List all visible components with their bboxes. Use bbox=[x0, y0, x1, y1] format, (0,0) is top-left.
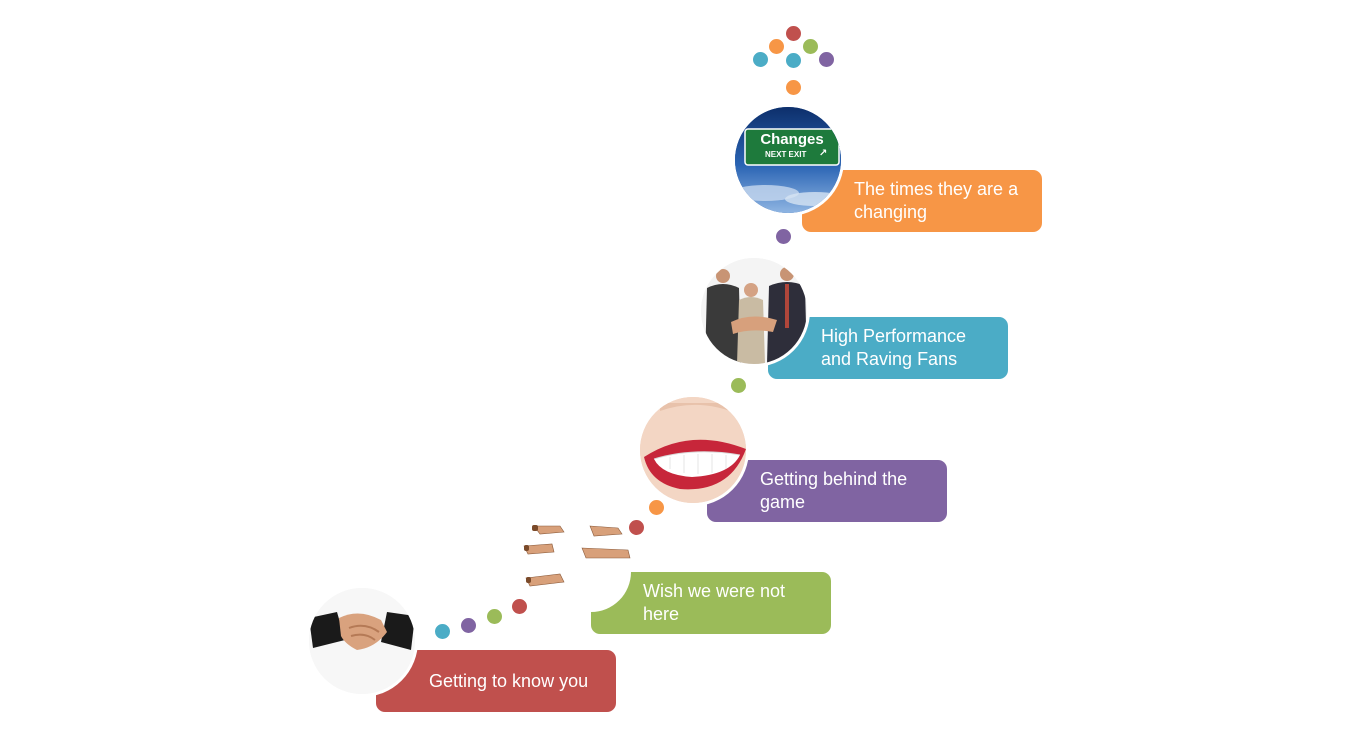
cluster-dot bbox=[786, 26, 801, 41]
team-hands-together-image bbox=[698, 255, 810, 367]
step-3-label: Getting behind the game bbox=[760, 469, 908, 512]
connector-dot bbox=[435, 624, 450, 639]
connector-dot bbox=[649, 500, 664, 515]
connector-dot bbox=[629, 520, 644, 535]
step-5-label-box: The times they are a changing bbox=[802, 170, 1042, 232]
connector-dot bbox=[487, 609, 502, 624]
cluster-dot bbox=[803, 39, 818, 54]
cluster-dot bbox=[769, 39, 784, 54]
connector-dot bbox=[461, 618, 476, 633]
step-2-label-box: Wish we were not here bbox=[591, 572, 831, 634]
step-4-label-box: High Performance and Raving Fans bbox=[768, 317, 1008, 379]
connector-dot bbox=[731, 378, 746, 393]
step-4-label: High Performance and Raving Fans bbox=[821, 326, 967, 369]
sign-subtitle: NEXT EXIT bbox=[765, 150, 807, 159]
connector-dot bbox=[512, 599, 527, 614]
cluster-dot bbox=[786, 80, 801, 95]
changes-sign-image: Changes NEXT EXIT ↗ bbox=[732, 104, 844, 216]
connector-dot bbox=[776, 229, 791, 244]
cluster-dot bbox=[819, 52, 834, 67]
step-2-label: Wish we were not here bbox=[643, 581, 786, 624]
step-1-label: Getting to know you bbox=[429, 670, 589, 691]
arrow-icon: ↗ bbox=[819, 148, 828, 159]
cluster-dot bbox=[786, 53, 801, 68]
step-3-label-box: Getting behind the game bbox=[707, 460, 947, 522]
step-5-label: The times they are a changing bbox=[854, 179, 1019, 222]
step-1-label-box: Getting to know you bbox=[376, 650, 616, 712]
sign-title: Changes bbox=[760, 131, 824, 148]
smiling-mouth-image bbox=[637, 394, 749, 506]
pointing-hands-image bbox=[518, 520, 634, 600]
handshake-image bbox=[306, 585, 418, 697]
cluster-dot bbox=[753, 52, 768, 67]
